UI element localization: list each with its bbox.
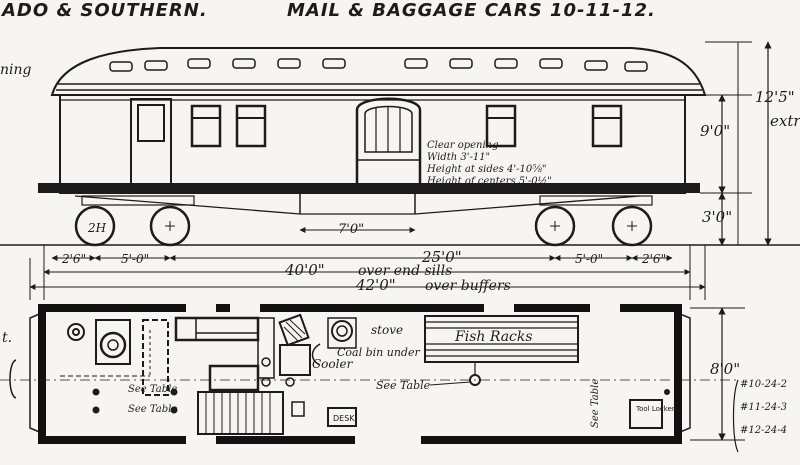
- truck-centers-dim: 25'0": [421, 248, 462, 266]
- clerestory-windows: [109, 58, 648, 72]
- door-note-3: Height at sides 4'-10⅝": [426, 164, 547, 175]
- end-door: [130, 98, 172, 193]
- car-number-12: #12-24-4: [740, 425, 787, 436]
- sorting-table: [208, 364, 260, 392]
- length-dimensions: 7'0" 2'6" 5'-0" 25'0" 5'-0" 2'6" 40'0" o…: [29, 222, 706, 300]
- wheel-mark: 2H: [87, 221, 107, 235]
- see-table-label-4: See Table: [590, 379, 601, 428]
- car-number-11: #11-24-3: [740, 402, 787, 413]
- left-truck: 2H: [74, 195, 195, 247]
- truck-wheelbase-right-dim: 5'-0": [575, 252, 603, 266]
- side-elevation: Clear opening Width 3'-11" Height at sid…: [0, 47, 800, 247]
- body-height-dim: 9'0": [700, 122, 730, 140]
- overall-height-dim: 12'5": [755, 88, 795, 106]
- plan-left-cut-note: t.: [2, 330, 12, 346]
- tool-lockers-label: Tool Lockers: [635, 405, 679, 413]
- end-sill: [38, 183, 700, 193]
- over-buffers-value: 42'0": [355, 276, 396, 294]
- door-note-4: Height of centers 5'-0½": [426, 176, 552, 187]
- car-walls: [38, 304, 682, 444]
- left-cut-note: ning: [0, 62, 32, 78]
- stove-label: stove: [371, 323, 403, 337]
- height-dimensions: 12'5" extre 9'0" 3'0": [688, 41, 800, 246]
- truck-wheelbase-left-dim: 5'-0": [121, 252, 149, 266]
- desk: [327, 407, 357, 427]
- truss-span-dim: 7'0": [338, 222, 364, 237]
- floor-plan: t. stove Coal bin under: [0, 304, 740, 444]
- letter-cases: [197, 391, 284, 435]
- drawing-title: MAIL & BAGGAGE CARS 10-11-12.: [287, 0, 656, 21]
- water-tank-icon: [99, 331, 127, 359]
- car-number-10: #10-24-2: [740, 379, 787, 390]
- side-windows: [190, 104, 623, 148]
- over-end-sills-text: over end sills: [358, 263, 452, 279]
- fish-racks: [424, 315, 579, 363]
- cooler-label: Cooler: [312, 357, 354, 371]
- car-body: [59, 94, 686, 194]
- floor-height-dim: 3'0": [702, 208, 732, 226]
- extreme-label: extre: [770, 112, 800, 130]
- stove-icon: [331, 320, 353, 342]
- over-buffers-text: over buffers: [425, 278, 511, 294]
- desk-label: DESK: [333, 414, 355, 423]
- railroad-name: ADO & SOUTHERN.: [0, 0, 208, 21]
- see-table-label-1: See Table: [128, 384, 177, 395]
- coal-bin-label: Coal bin under: [337, 346, 420, 359]
- door-note-1: Clear opening: [427, 140, 499, 151]
- see-table-label-3: See Table: [376, 379, 431, 392]
- door-note-2: Width 3'-11": [427, 152, 490, 163]
- mail-case: [174, 316, 260, 342]
- baggage-door: [355, 97, 422, 193]
- over-end-sills-value: 40'0": [284, 261, 325, 279]
- tool-lockers: [629, 399, 663, 429]
- plan-width-dim: 8'0": [710, 360, 740, 378]
- end-right-dim: 2'6": [641, 252, 666, 266]
- fish-racks-label: Fish Racks: [454, 329, 533, 345]
- plan-width-dimension: 8'0" #10-24-2 #11-24-3 #12-24-4: [690, 307, 787, 453]
- end-left-dim: 2'6": [61, 252, 86, 266]
- see-table-label-2: See Table: [128, 404, 177, 415]
